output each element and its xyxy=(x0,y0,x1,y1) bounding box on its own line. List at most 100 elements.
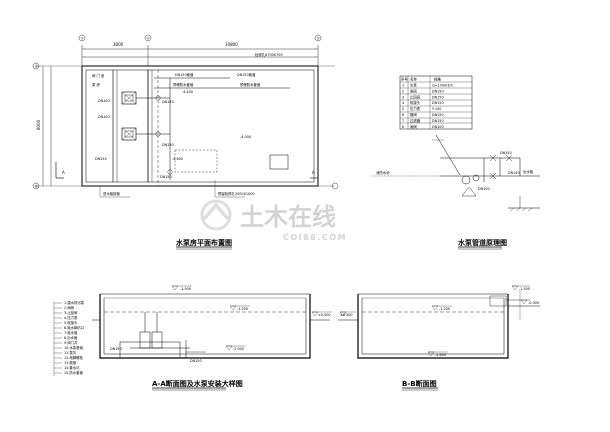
schematic-table-cell: 过滤器 xyxy=(410,118,421,123)
plan-dn150-2: DN150 xyxy=(162,143,174,147)
plan-labels: 3000 10800 8000 检修孔6700X700 阀 门 室 泵 房 DN… xyxy=(35,37,320,248)
plan-elev-1: -4.400 xyxy=(182,90,193,94)
plan-hatch-note: 检修孔6700X700 xyxy=(255,52,283,57)
legend-item: 5.软接头 xyxy=(64,320,78,325)
plan-title: 水泵房平面布置图 xyxy=(176,238,232,247)
legend-item: 8.出水管 xyxy=(64,335,78,340)
sch-label-3: DN100 xyxy=(478,187,490,191)
watermark-logo-icon xyxy=(200,199,232,231)
section-aa-title: A-A断面图及水泵安装大样图 xyxy=(152,379,243,388)
plan-pipe-note-2: 预埋防水套管 xyxy=(240,82,261,87)
legend-item: 2.闸阀 xyxy=(64,305,75,310)
sch-right-label: 出水管 xyxy=(523,169,534,174)
schematic-labels: DN150 DN150 DN100 消防水池 出水管 水泵管道原理图 xyxy=(376,151,534,247)
section-bb xyxy=(338,285,540,391)
schematic-table-cell: 3 xyxy=(402,95,404,99)
schematic-table-cell: Q=100m3/h xyxy=(432,84,453,88)
sch-th-2: 规格 xyxy=(434,77,441,82)
pump-room-plan xyxy=(32,34,339,250)
schematic-title: 水泵管道原理图 xyxy=(458,238,507,247)
schematic-table-cell: 1 xyxy=(402,84,404,88)
plan-elev-2: -4.000 xyxy=(240,135,251,139)
schematic-table-cell: DN150 xyxy=(432,119,444,123)
schematic-table-cell: 软接头 xyxy=(410,100,421,105)
schematic-table-cell: 2 xyxy=(402,89,404,93)
schematic-table-cell: 水泵 xyxy=(410,83,417,88)
bb-level-left: ±0.000 xyxy=(340,313,353,317)
aa-level-bot: -2.000 xyxy=(233,347,244,351)
plan-valve-room: 阀 门 室 xyxy=(92,73,105,78)
schematic-table-cell: 闸阀 xyxy=(410,88,417,93)
plan-grid-bubble-a: Ⓐ xyxy=(35,64,39,69)
bb-level-right-top: -1.500 xyxy=(519,287,530,291)
legend-item: 13.爬梯 xyxy=(64,360,77,365)
plan-grid-bubble-b: Ⓑ xyxy=(35,184,39,189)
bb-level-mid: -1.200 xyxy=(439,307,450,311)
sch-label-1: DN150 xyxy=(500,151,512,155)
watermark-main: 土木在线 xyxy=(240,203,336,231)
section-aa-labels: -1.500 -1.200 -2.000 ±0.000 DN150 DN150 … xyxy=(110,287,331,388)
legend-item: 10.水泵基础 xyxy=(64,345,84,350)
plan-dn100-2: DN100 xyxy=(98,115,110,119)
legend-item: 11.泵坑 xyxy=(64,350,77,355)
aa-pipe-label-2: DN150 xyxy=(190,359,202,363)
aa-level-right: ±0.000 xyxy=(318,313,331,317)
schematic-table: 序号 名称 规格 xyxy=(401,77,441,82)
plan-pipe-note-1: 预埋防水套管 xyxy=(173,82,194,87)
plan-dim-left: 8000 xyxy=(36,119,41,130)
aa-level-top: -1.500 xyxy=(180,287,191,291)
legend-item: 4.压力表 xyxy=(64,315,78,320)
sch-th-1: 名称 xyxy=(410,77,417,82)
schematic-table-cell: Y-100 xyxy=(432,107,441,111)
schematic-table-cell: 止回阀 xyxy=(410,94,421,99)
legend-item: 14.集水坑 xyxy=(64,365,80,370)
schematic-table-cell: DN150 xyxy=(432,101,444,105)
schematic-table-cell: 蝶阀 xyxy=(410,112,417,117)
schematic-table-rows: 1 水泵 Q=100m3/h 2 闸阀 DN150 3 止回阀 DN150 4 软接头 DN150 5 压… xyxy=(402,83,453,129)
schematic-table-cell: 4 xyxy=(402,101,404,105)
bb-level-bot: -2.600 xyxy=(435,353,446,357)
plan-dim-top-right: 10800 xyxy=(225,42,238,47)
legend-item: 6.吸水喇叭口 xyxy=(64,325,84,330)
section-bb-title: B-B断面图 xyxy=(402,379,437,388)
schematic-table-cell: 压力表 xyxy=(410,106,421,111)
legend-item: 12.地脚螺栓 xyxy=(64,355,84,360)
plan-dn150-pipe-1: DN150管道 xyxy=(175,72,194,77)
schematic-table-cell: DN150 xyxy=(432,113,444,117)
plan-grid-bubble-1: ① xyxy=(81,37,84,41)
pipe-schematic xyxy=(372,75,540,250)
legend-item: 15.防水套管 xyxy=(64,370,84,375)
plan-grid-bubble-2: ② xyxy=(147,37,150,41)
aa-level-mid: -1.200 xyxy=(237,307,248,311)
schematic-table-cell: 6 xyxy=(402,113,404,117)
section-aa-legend: 1.潜水排污泵2.闸阀3.止回阀4.压力表5.软接头6.吸水喇叭口7.吸水管8.… xyxy=(54,300,85,375)
sch-left-label: 消防水池 xyxy=(376,170,390,175)
plan-elev-3: -4.600 xyxy=(172,157,183,161)
aa-pipe-label-1: DN150 xyxy=(110,347,122,351)
schematic-table-cell: 7 xyxy=(402,119,404,123)
plan-bottom-note: 预留检修孔2000X1000 xyxy=(218,191,255,196)
bb-level-right: -0.300 xyxy=(528,301,539,305)
schematic-table-cell: DN150 xyxy=(432,89,444,93)
legend-item: 3.止回阀 xyxy=(64,310,78,315)
plan-dn150-bot: DN150 xyxy=(160,175,172,179)
plan-dim-top-left: 3000 xyxy=(113,42,124,47)
legend-item: 1.潜水排污泵 xyxy=(64,300,85,305)
plan-side-note: 进水管接管 xyxy=(103,191,121,196)
plan-grid-bubble-3: ③ xyxy=(317,37,320,41)
schematic-table-cell: 8 xyxy=(402,125,404,129)
plan-dn150-3: DN150 xyxy=(95,157,107,161)
schematic-table-cell: 闸阀 xyxy=(410,124,417,129)
watermark: 土木在线 COI88.COM xyxy=(200,199,347,242)
plan-axis-a-left: A xyxy=(62,170,65,175)
watermark-sub: COI88.COM xyxy=(283,233,347,242)
plan-dn100-1: DN100 xyxy=(98,99,110,103)
legend-item: 7.吸水管 xyxy=(64,330,78,335)
plan-dn150-pipe-2: DN150管道 xyxy=(237,72,256,77)
sch-th-0: 序号 xyxy=(401,77,408,82)
section-aa xyxy=(53,285,332,391)
section-bb-labels: ±0.000 -1.200 -2.600 -1.500 -0.300 B-B断面… xyxy=(340,287,539,388)
schematic-table-cell: DN100 xyxy=(432,125,444,129)
schematic-table-cell: 5 xyxy=(402,107,404,111)
